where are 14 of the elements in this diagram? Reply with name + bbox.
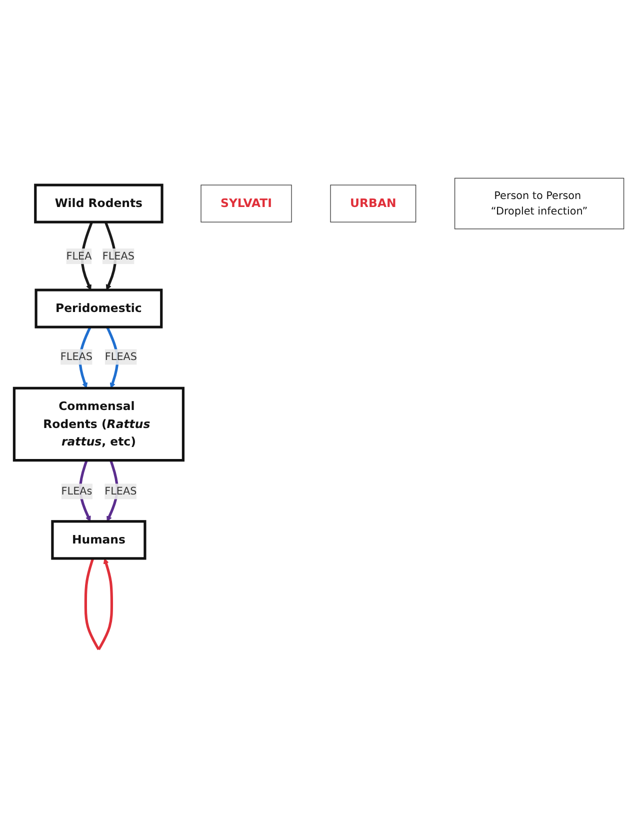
node-box: Wild Rodents [34, 184, 164, 224]
node-box: SYLVATI [200, 184, 292, 222]
node-box: Peridomestic [34, 288, 163, 328]
edge-label: FLEAS [104, 350, 137, 363]
node-box: Person to Person “Droplet infection” [454, 178, 624, 230]
edge-label: FLEAS [102, 250, 134, 262]
edge-label: FLEAS [60, 350, 92, 363]
node-box: Commensal Rodents (Rattus rattus, etc) [12, 386, 184, 462]
edge-label: FLEAs [61, 485, 92, 498]
edge-label: FLEAS [104, 485, 137, 498]
node-box: Humans [51, 520, 146, 560]
arrow [84, 558, 114, 650]
edge-label: FLEA [66, 250, 92, 262]
node-box: URBAN [330, 184, 416, 222]
